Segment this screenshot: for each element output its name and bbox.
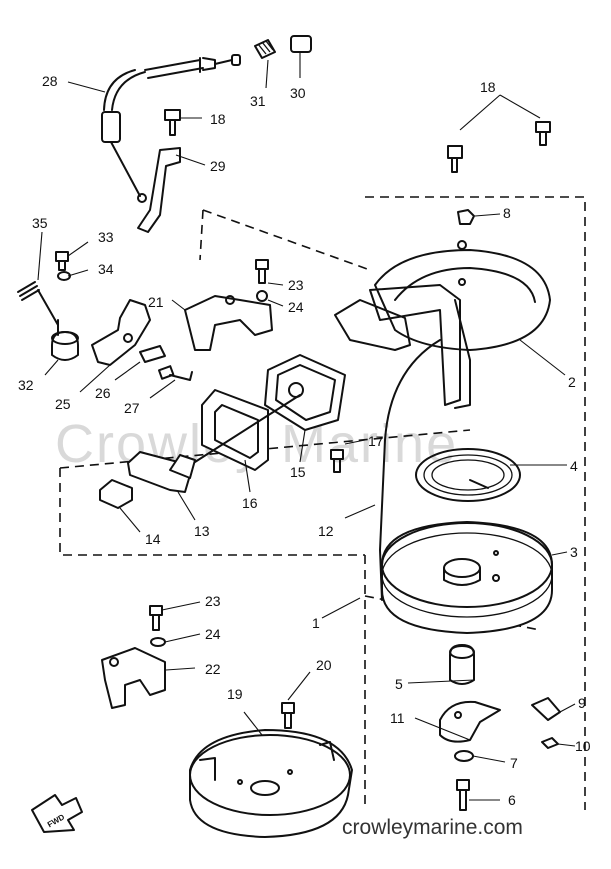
label-26: 26 bbox=[95, 385, 111, 401]
lower-bracket bbox=[101, 605, 166, 709]
label-19: 19 bbox=[227, 686, 243, 702]
lock-lever bbox=[91, 299, 193, 381]
label-10: 10 bbox=[575, 738, 591, 754]
recoil-spring bbox=[415, 448, 521, 502]
label-6: 6 bbox=[508, 792, 516, 808]
part-labels: 28 31 30 18 18 29 8 35 33 34 23 24 21 2 … bbox=[18, 73, 591, 808]
cable-bracket bbox=[137, 147, 181, 233]
label-20: 20 bbox=[316, 657, 332, 673]
label-21: 21 bbox=[148, 294, 164, 310]
nut-8 bbox=[457, 209, 475, 225]
pulley-collar bbox=[449, 644, 475, 685]
label-24-lower: 24 bbox=[205, 626, 221, 642]
cable-joint-parts bbox=[254, 35, 312, 59]
label-16: 16 bbox=[242, 495, 258, 511]
label-18-right: 18 bbox=[480, 79, 496, 95]
label-5: 5 bbox=[395, 676, 403, 692]
label-24-upper: 24 bbox=[288, 299, 304, 315]
cover-bolt bbox=[281, 702, 295, 729]
label-14: 14 bbox=[145, 531, 161, 547]
label-23-lower: 23 bbox=[205, 593, 221, 609]
label-22: 22 bbox=[205, 661, 221, 677]
housing-screw bbox=[330, 449, 344, 473]
footer-site-text: crowleymarine.com bbox=[342, 816, 523, 839]
label-35: 35 bbox=[32, 215, 48, 231]
label-23-upper: 23 bbox=[288, 277, 304, 293]
label-2: 2 bbox=[568, 374, 576, 390]
label-8: 8 bbox=[503, 205, 511, 221]
handle-seat bbox=[264, 354, 346, 431]
label-17: 17 bbox=[368, 433, 384, 449]
label-9: 9 bbox=[578, 695, 586, 711]
label-25: 25 bbox=[55, 396, 71, 412]
label-1: 1 bbox=[312, 615, 320, 631]
starter-housing bbox=[334, 240, 551, 601]
label-30: 30 bbox=[290, 85, 306, 101]
handle-insert bbox=[99, 479, 133, 509]
label-32: 32 bbox=[18, 377, 34, 393]
label-7: 7 bbox=[510, 755, 518, 771]
forward-arrow-icon: FWD bbox=[31, 794, 83, 833]
label-13: 13 bbox=[194, 523, 210, 539]
label-15: 15 bbox=[290, 464, 306, 480]
label-4: 4 bbox=[570, 458, 578, 474]
center-bolt bbox=[454, 750, 474, 811]
starter-cover-plate bbox=[189, 729, 353, 838]
throttle-cable bbox=[101, 54, 241, 203]
label-12: 12 bbox=[318, 523, 334, 539]
bolts-18 bbox=[164, 109, 551, 173]
upper-lever-bracket bbox=[184, 259, 273, 351]
pawl-assembly bbox=[439, 697, 561, 749]
handle-gasket bbox=[201, 389, 269, 471]
label-33: 33 bbox=[98, 229, 114, 245]
label-3: 3 bbox=[570, 544, 578, 560]
label-28: 28 bbox=[42, 73, 58, 89]
label-31: 31 bbox=[250, 93, 266, 109]
starter-handle bbox=[127, 394, 301, 493]
small-hardware bbox=[17, 251, 79, 361]
label-34: 34 bbox=[98, 261, 114, 277]
leader-lines bbox=[37, 52, 576, 801]
label-11: 11 bbox=[390, 710, 405, 726]
label-18-left: 18 bbox=[210, 111, 226, 127]
label-29: 29 bbox=[210, 158, 226, 174]
rope-pulley bbox=[381, 521, 553, 634]
label-27: 27 bbox=[124, 400, 140, 416]
